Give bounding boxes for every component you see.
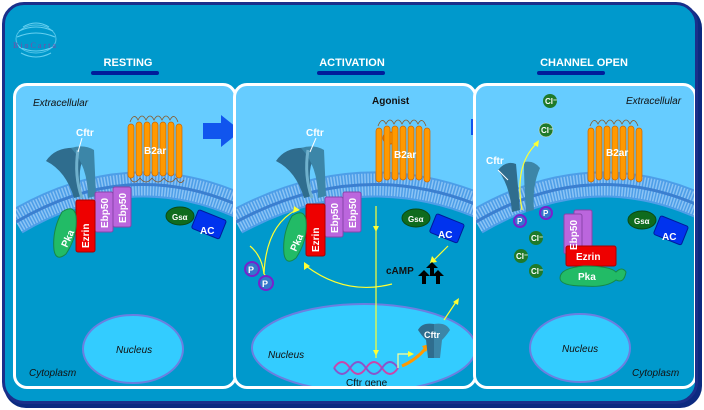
stage-title-channel-open: CHANNEL OPEN (540, 57, 628, 69)
gsa-label: Gsα (408, 215, 424, 224)
arrow-pka-to-cftr (263, 209, 297, 275)
ebp50-2 (112, 186, 132, 228)
phosphate-label-1: P (517, 217, 523, 226)
nucleus (82, 314, 184, 384)
gsa-label: Gsα (634, 217, 650, 226)
ebp50-label-1: Ebp50 (100, 198, 111, 228)
ac-label: AC (662, 232, 676, 243)
adenylyl-cyclase (653, 215, 689, 246)
chloride-ion-0 (543, 94, 557, 108)
ebp50-label: Ebp50 (569, 220, 580, 250)
pka-label: Pka (578, 272, 596, 283)
ezrin-label: Ezrin (81, 224, 92, 248)
gsa (165, 206, 195, 226)
ebp50-2 (342, 191, 362, 233)
ezrin-label: Ezrin (311, 228, 322, 252)
b2ar-receptor (587, 125, 643, 183)
arrow-chloride-efflux (519, 143, 537, 211)
stage-arrow-icon-1 (203, 115, 241, 147)
phosphate-label-2: P (262, 279, 268, 289)
brand-name: BioCarta (13, 41, 58, 50)
membrane-core (16, 182, 234, 224)
b2ar-receptor (127, 121, 183, 179)
ac-label: AC (438, 230, 452, 241)
cftr-gene-label: Cftr gene (346, 378, 388, 389)
nucleus-label: Nucleus (562, 344, 598, 355)
pka (53, 208, 77, 258)
panel-channel-open: Extracellular Cytoplasm Nucleus Cftr B2a… (473, 83, 695, 389)
gsa (627, 210, 657, 230)
phosphate-2 (539, 206, 553, 220)
chloride-label-1: Cl⁻ (541, 126, 553, 135)
stage-underline-activation (317, 71, 385, 75)
pka (559, 265, 627, 287)
chloride-label-4: Cl⁻ (516, 252, 528, 261)
ebp50-label-1: Ebp50 (330, 203, 341, 233)
cftr-label: Cftr (306, 128, 324, 139)
extracellular-label: Extracellular (33, 98, 89, 109)
panel-resting: Extracellular Cytoplasm Nucleus Cftr B2a… (13, 83, 237, 389)
chloride-label-5: Cl⁻ (531, 267, 543, 276)
b2ar-label: B2ar (144, 146, 166, 157)
pka (283, 212, 307, 262)
phosphate-2 (258, 275, 274, 291)
phosphate-label-2: P (543, 209, 549, 218)
membrane-core (476, 182, 694, 224)
cftr-channel (46, 146, 96, 199)
stage-underline-resting (91, 71, 159, 75)
membrane-core (236, 182, 474, 224)
stage-underline-channel-open (537, 71, 605, 75)
cftr-gene-dna (333, 361, 399, 375)
nucleus (251, 303, 474, 386)
arrow-camp-to-pka (305, 265, 393, 289)
cftr-channel (276, 146, 326, 199)
camp-label: cAMP (386, 266, 414, 277)
chloride-label-3: Cl⁻ (531, 234, 543, 243)
panel-activation: Agonist Cftr B2ar Gsα AC Ezrin Ebp50 Ebp… (233, 83, 477, 389)
gsa-label: Gsα (172, 213, 188, 222)
camp-increase-arrows-icon (418, 262, 444, 284)
chloride-ion-1 (538, 122, 554, 138)
cftr-label: Cftr (486, 156, 504, 167)
agonist-label: Agonist (372, 96, 410, 107)
nucleus-label: Nucleus (268, 350, 304, 361)
b2ar-receptor (375, 125, 431, 183)
phosphate-1 (244, 261, 260, 277)
diagram-frame: BioCarta RESTING ACTIVATION CHANNEL OPEN (2, 2, 698, 404)
ezrin-label: Ezrin (576, 252, 600, 263)
nucleus-label: Nucleus (116, 345, 152, 356)
adenylyl-cyclase (191, 209, 227, 240)
ebp50-label-2: Ebp50 (118, 193, 129, 223)
phosphate-label-1: P (248, 265, 254, 275)
cftr-label: Cftr (76, 128, 94, 139)
stage-title-resting: RESTING (103, 57, 153, 69)
new-cftr-label: Cftr (424, 330, 440, 340)
biocarta-logo-icon (15, 22, 57, 58)
b2ar-label: B2ar (606, 148, 628, 159)
chloride-ion-5 (529, 264, 543, 278)
cytoplasm-label: Cytoplasm (632, 368, 679, 379)
nucleus (529, 313, 631, 383)
arrow-ac-to-camp (433, 245, 449, 261)
arrow-to-membrane (443, 301, 457, 321)
adenylyl-cyclase (429, 213, 465, 244)
ebp50-label-2: Ebp50 (348, 198, 359, 228)
chloride-label-0: Cl⁻ (545, 97, 557, 106)
extracellular-label: Extracellular (626, 96, 682, 107)
phosphate-1 (513, 214, 527, 228)
b2ar-label: B2ar (394, 150, 416, 161)
arrow-translation (401, 347, 428, 368)
ac-label: AC (200, 226, 214, 237)
cytoplasm-label: Cytoplasm (29, 368, 76, 379)
gsa (401, 208, 431, 228)
stage-title-activation: ACTIVATION (319, 57, 385, 69)
new-cftr-protein (418, 323, 450, 358)
chloride-ion-3 (529, 231, 543, 245)
chloride-ion-4 (514, 249, 528, 263)
